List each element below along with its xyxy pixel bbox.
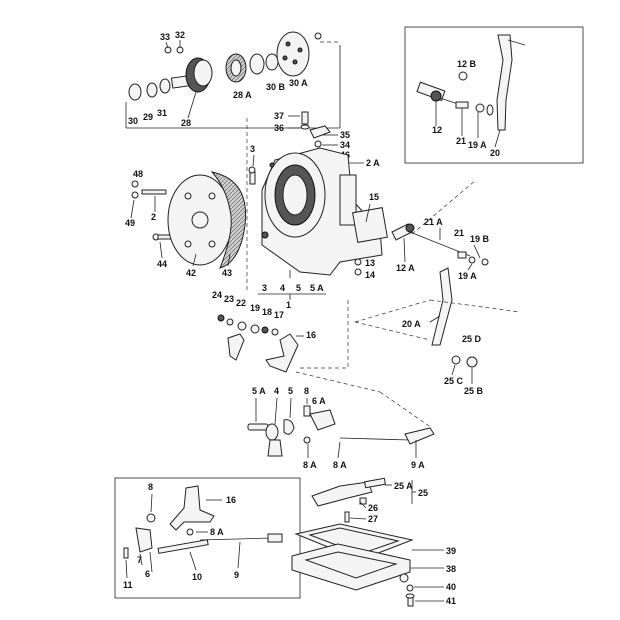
label-19b: 19 B bbox=[470, 234, 490, 244]
label-19a: 19 A bbox=[458, 271, 477, 281]
label-25b: 25 B bbox=[464, 386, 484, 396]
label-22: 22 bbox=[236, 298, 246, 308]
label-28a: 28 A bbox=[233, 90, 252, 100]
label-25d: 25 D bbox=[462, 334, 482, 344]
label-49: 49 bbox=[125, 218, 135, 228]
label-3: 3 bbox=[250, 144, 255, 154]
transmission-housing bbox=[261, 147, 388, 276]
label-15: 15 bbox=[369, 192, 379, 202]
label-18: 18 bbox=[262, 307, 272, 317]
inset-frame bbox=[404, 26, 584, 164]
label-14: 14 bbox=[365, 270, 375, 280]
oil-pan-38 bbox=[291, 543, 411, 591]
label-26: 26 bbox=[368, 503, 378, 513]
label-27: 27 bbox=[368, 514, 378, 524]
label-25: 25 bbox=[418, 488, 428, 498]
label-6a: 6 A bbox=[312, 396, 326, 406]
label-30a: 30 A bbox=[289, 78, 308, 88]
label-b11: 11 bbox=[123, 580, 133, 590]
group-label-3: 3 bbox=[262, 283, 267, 293]
label-25c: 25 C bbox=[444, 376, 464, 386]
label-43: 43 bbox=[222, 268, 232, 278]
label-33: 33 bbox=[160, 32, 170, 42]
label-23: 23 bbox=[224, 294, 234, 304]
label-36: 36 bbox=[274, 123, 284, 133]
label-9a: 9 A bbox=[411, 460, 425, 470]
label-12: 12 bbox=[432, 125, 442, 135]
label-5a: 5 A bbox=[252, 386, 266, 396]
label-30b: 30 B bbox=[266, 82, 286, 92]
label-19: 19 bbox=[250, 303, 260, 313]
bolts-left bbox=[131, 180, 177, 241]
label-b7: 7 bbox=[137, 555, 142, 565]
gasket-cover-43 bbox=[210, 171, 247, 269]
label-20: 20 bbox=[490, 148, 500, 158]
label-40: 40 bbox=[446, 582, 456, 592]
label-41: 41 bbox=[446, 596, 456, 606]
label-8a-1: 8 A bbox=[303, 460, 317, 470]
label-13: 13 bbox=[365, 258, 375, 268]
label-21a: 21 A bbox=[424, 217, 443, 227]
label-b16: 16 bbox=[226, 495, 236, 505]
label-b8a: 8 A bbox=[210, 527, 224, 537]
label-30: 30 bbox=[128, 116, 138, 126]
label-19a: 19 A bbox=[468, 140, 487, 150]
label-29: 29 bbox=[143, 112, 153, 122]
label-24: 24 bbox=[212, 290, 222, 300]
group-label-5a: 5 A bbox=[310, 283, 324, 293]
group-label-1: 1 bbox=[286, 300, 291, 310]
label-35: 35 bbox=[340, 130, 350, 140]
label-2: 2 bbox=[151, 212, 156, 222]
inset-shift-lever-assembly bbox=[416, 34, 526, 131]
label-b8: 8 bbox=[148, 482, 153, 492]
label-12a: 12 A bbox=[396, 263, 415, 273]
label-21: 21 bbox=[454, 228, 464, 238]
label-5: 5 bbox=[288, 386, 293, 396]
group-label-4: 4 bbox=[280, 283, 285, 293]
selector-rod-parts bbox=[247, 405, 435, 457]
screw-3 bbox=[248, 166, 256, 185]
label-4: 4 bbox=[274, 386, 279, 396]
label-32: 32 bbox=[175, 30, 185, 40]
selector-small-parts bbox=[217, 314, 299, 373]
label-2a: 2 A bbox=[366, 158, 380, 168]
label-44: 44 bbox=[157, 259, 167, 269]
label-38: 38 bbox=[446, 564, 456, 574]
label-b9: 9 bbox=[234, 570, 239, 580]
label-20a: 20 A bbox=[402, 319, 421, 329]
label-39: 39 bbox=[446, 546, 456, 556]
label-31: 31 bbox=[157, 108, 167, 118]
label-37: 37 bbox=[274, 111, 284, 121]
label-17: 17 bbox=[274, 310, 284, 320]
inset-lever-assembly bbox=[123, 485, 283, 559]
bottom-inset-frame bbox=[114, 477, 301, 599]
label-16: 16 bbox=[306, 330, 316, 340]
label-b10: 10 bbox=[192, 572, 202, 582]
label-8a-2: 8 A bbox=[333, 460, 347, 470]
label-b6: 6 bbox=[145, 569, 150, 579]
label-42: 42 bbox=[186, 268, 196, 278]
label-34: 34 bbox=[340, 140, 350, 150]
label-25a: 25 A bbox=[394, 481, 413, 491]
label-12b: 12 B bbox=[457, 59, 477, 69]
input-shaft-bearing-group bbox=[128, 31, 322, 101]
shift-fork-25 bbox=[311, 477, 386, 523]
label-8: 8 bbox=[304, 386, 309, 396]
right-shift-linkage bbox=[354, 223, 489, 368]
label-28: 28 bbox=[181, 118, 191, 128]
drain-bolts bbox=[405, 584, 415, 607]
group-label-5: 5 bbox=[296, 283, 301, 293]
label-21: 21 bbox=[456, 136, 466, 146]
cover-plate-42 bbox=[167, 174, 233, 266]
label-48: 48 bbox=[133, 169, 143, 179]
